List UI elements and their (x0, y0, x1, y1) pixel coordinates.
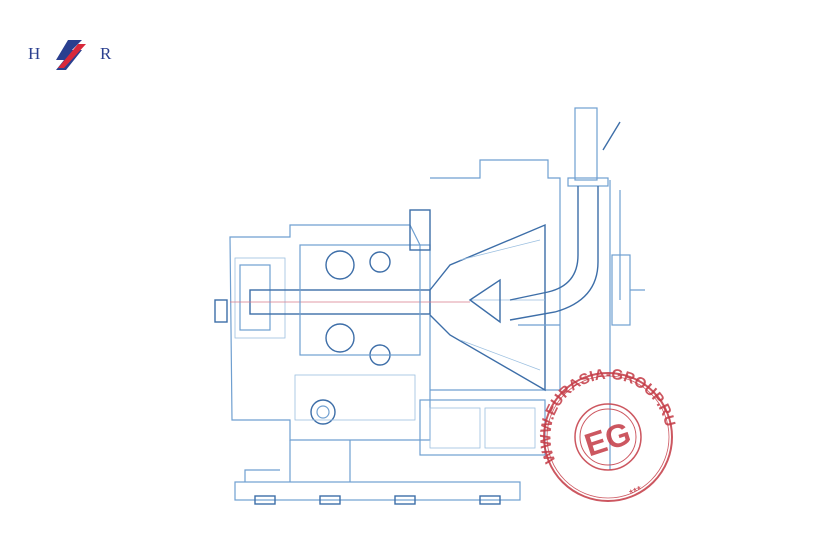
stamp-center-text: EG (580, 415, 635, 464)
logo-letter-r: R (100, 44, 112, 63)
feed-pipe (509, 107, 645, 470)
logo-mark-icon (56, 40, 86, 70)
company-logo: H R (28, 38, 118, 72)
stamp-stars: *** (628, 484, 645, 501)
gearbox-body (214, 209, 470, 441)
base-frame (234, 440, 521, 505)
logo-letter-h: H (28, 44, 41, 63)
